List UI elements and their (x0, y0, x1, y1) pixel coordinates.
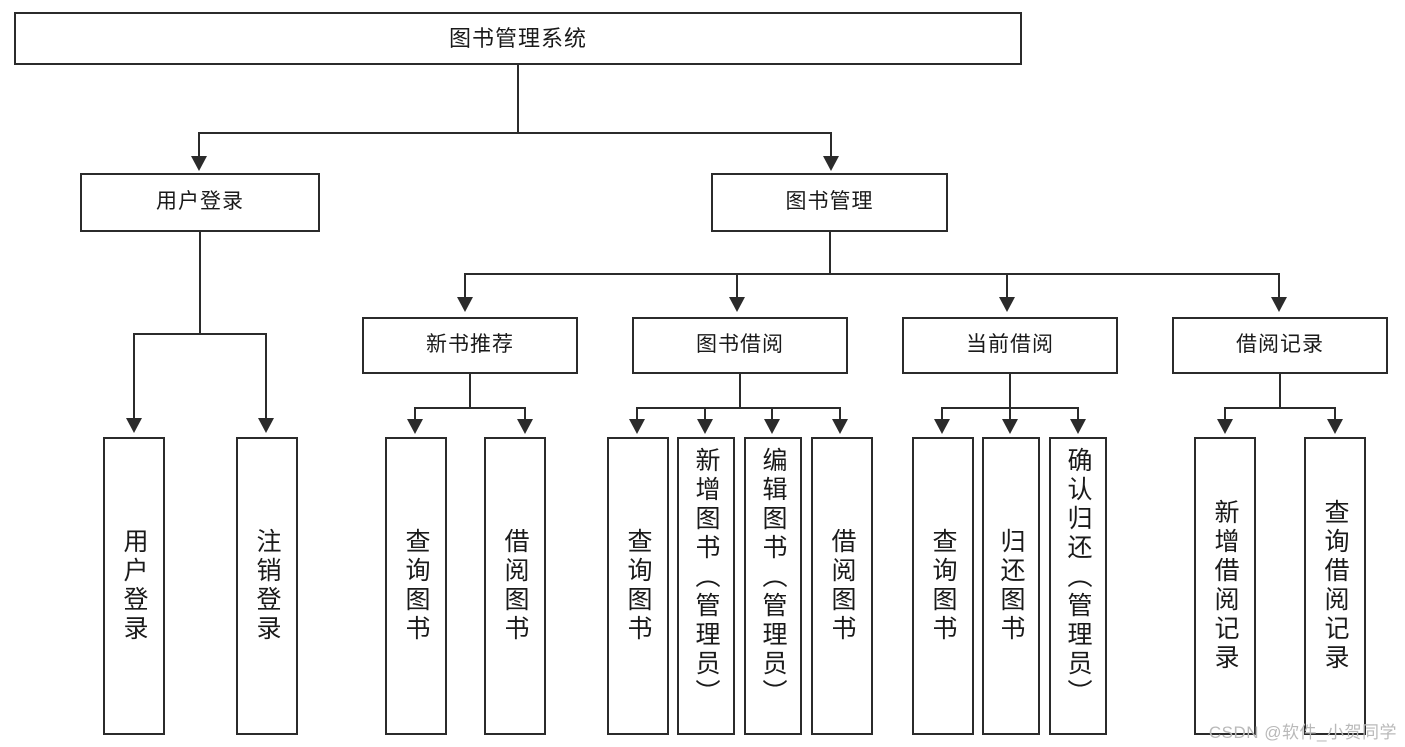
connector-user-login-stem (199, 232, 201, 334)
leaf-return-book[interactable]: 归还图书 (982, 437, 1040, 735)
leaf-label: 借阅图书 (501, 528, 529, 644)
connector-root-stem (517, 65, 519, 133)
node-current-borrow[interactable]: 当前借阅 (902, 317, 1118, 374)
connector-drop-nb-leaf-2 (524, 407, 526, 421)
connector-book-borrow-stem (739, 374, 741, 408)
node-borrow-record[interactable]: 借阅记录 (1172, 317, 1388, 374)
connector-drop-br-leaf-2 (1334, 407, 1336, 421)
connector-drop-new-book (464, 273, 466, 299)
arrowhead-nb-leaf-2 (517, 419, 533, 434)
node-user-login[interactable]: 用户登录 (80, 173, 320, 232)
leaf-user-login[interactable]: 用户登录 (103, 437, 165, 735)
arrowhead-leaf-logout (258, 418, 274, 433)
leaf-add-book-admin[interactable]: 新增图书（管理员） (677, 437, 735, 735)
connector-drop-borrow-record (1278, 273, 1280, 299)
connector-drop-bb-leaf-2 (704, 407, 706, 421)
connector-drop-bb-leaf-3 (771, 407, 773, 421)
connector-user-login-bus (133, 333, 267, 335)
arrowhead-br-leaf-1 (1217, 419, 1233, 434)
node-label: 图书管理 (785, 190, 874, 214)
leaf-query-borrow-record[interactable]: 查询借阅记录 (1304, 437, 1366, 735)
leaf-label: 用户登录 (120, 528, 148, 644)
node-label: 用户登录 (156, 190, 244, 214)
connector-current-borrow-stem (1009, 374, 1011, 408)
connector-drop-leaf-logout (265, 333, 267, 420)
leaf-label: 确认归还（管理员） (1064, 447, 1092, 708)
connector-new-book-bus (414, 407, 526, 409)
connector-level2-bus (198, 132, 832, 134)
node-book-borrow[interactable]: 图书借阅 (632, 317, 848, 374)
connector-drop-cb-leaf-1 (941, 407, 943, 421)
connector-level3-bus (464, 273, 1280, 275)
arrowhead-book-borrow (729, 297, 745, 312)
connector-drop-book-borrow (736, 273, 738, 299)
connector-drop-cb-leaf-3 (1077, 407, 1079, 421)
connector-drop-cb-leaf-2 (1009, 407, 1011, 421)
connector-drop-user-login (198, 132, 200, 158)
connector-borrow-record-stem (1279, 374, 1281, 408)
leaf-label: 借阅图书 (828, 528, 856, 644)
arrowhead-cb-leaf-2 (1002, 419, 1018, 434)
arrowhead-bb-leaf-2 (697, 419, 713, 434)
arrowhead-user-login (191, 156, 207, 171)
leaf-query-book-borrow[interactable]: 查询图书 (607, 437, 669, 735)
leaf-confirm-return-admin[interactable]: 确认归还（管理员） (1049, 437, 1107, 735)
node-book-management-system[interactable]: 图书管理系统 (14, 12, 1022, 65)
leaf-borrow-book[interactable]: 借阅图书 (811, 437, 873, 735)
leaf-label: 注销登录 (253, 528, 281, 644)
leaf-query-book-recommend[interactable]: 查询图书 (385, 437, 447, 735)
connector-book-management-stem (829, 232, 831, 274)
arrowhead-book-management (823, 156, 839, 171)
leaf-label: 新增借阅记录 (1211, 499, 1239, 673)
node-label: 图书借阅 (696, 333, 784, 357)
arrowhead-borrow-record (1271, 297, 1287, 312)
leaf-label: 查询图书 (929, 528, 957, 644)
arrowhead-bb-leaf-3 (764, 419, 780, 434)
leaf-label: 查询借阅记录 (1321, 499, 1349, 673)
arrowhead-bb-leaf-4 (832, 419, 848, 434)
leaf-label: 归还图书 (997, 528, 1025, 644)
connector-drop-br-leaf-1 (1224, 407, 1226, 421)
leaf-logout[interactable]: 注销登录 (236, 437, 298, 735)
connector-book-borrow-bus (636, 407, 840, 409)
arrowhead-cb-leaf-3 (1070, 419, 1086, 434)
leaf-edit-book-admin[interactable]: 编辑图书（管理员） (744, 437, 802, 735)
connector-drop-leaf-user-login (133, 333, 135, 420)
node-label: 新书推荐 (426, 333, 514, 357)
connector-drop-nb-leaf-1 (414, 407, 416, 421)
node-label: 借阅记录 (1236, 333, 1324, 357)
arrowhead-new-book (457, 297, 473, 312)
leaf-label: 查询图书 (624, 528, 652, 644)
leaf-add-borrow-record[interactable]: 新增借阅记录 (1194, 437, 1256, 735)
leaf-label: 新增图书（管理员） (692, 447, 720, 708)
connector-drop-current-borrow (1006, 273, 1008, 299)
node-label: 当前借阅 (966, 333, 1054, 357)
node-new-book-recommend[interactable]: 新书推荐 (362, 317, 578, 374)
leaf-query-book-current[interactable]: 查询图书 (912, 437, 974, 735)
connector-new-book-stem (469, 374, 471, 408)
node-label: 图书管理系统 (448, 25, 587, 51)
arrowhead-cb-leaf-1 (934, 419, 950, 434)
connector-drop-bb-leaf-4 (839, 407, 841, 421)
arrowhead-leaf-user-login (126, 418, 142, 433)
leaf-label: 查询图书 (402, 528, 430, 644)
arrowhead-br-leaf-2 (1327, 419, 1343, 434)
connector-drop-bb-leaf-1 (636, 407, 638, 421)
connector-drop-book-management (830, 132, 832, 158)
connector-borrow-record-bus (1224, 407, 1336, 409)
leaf-borrow-book-recommend[interactable]: 借阅图书 (484, 437, 546, 735)
arrowhead-nb-leaf-1 (407, 419, 423, 434)
arrowhead-bb-leaf-1 (629, 419, 645, 434)
arrowhead-current-borrow (999, 297, 1015, 312)
node-book-management[interactable]: 图书管理 (711, 173, 948, 232)
leaf-label: 编辑图书（管理员） (759, 447, 787, 708)
